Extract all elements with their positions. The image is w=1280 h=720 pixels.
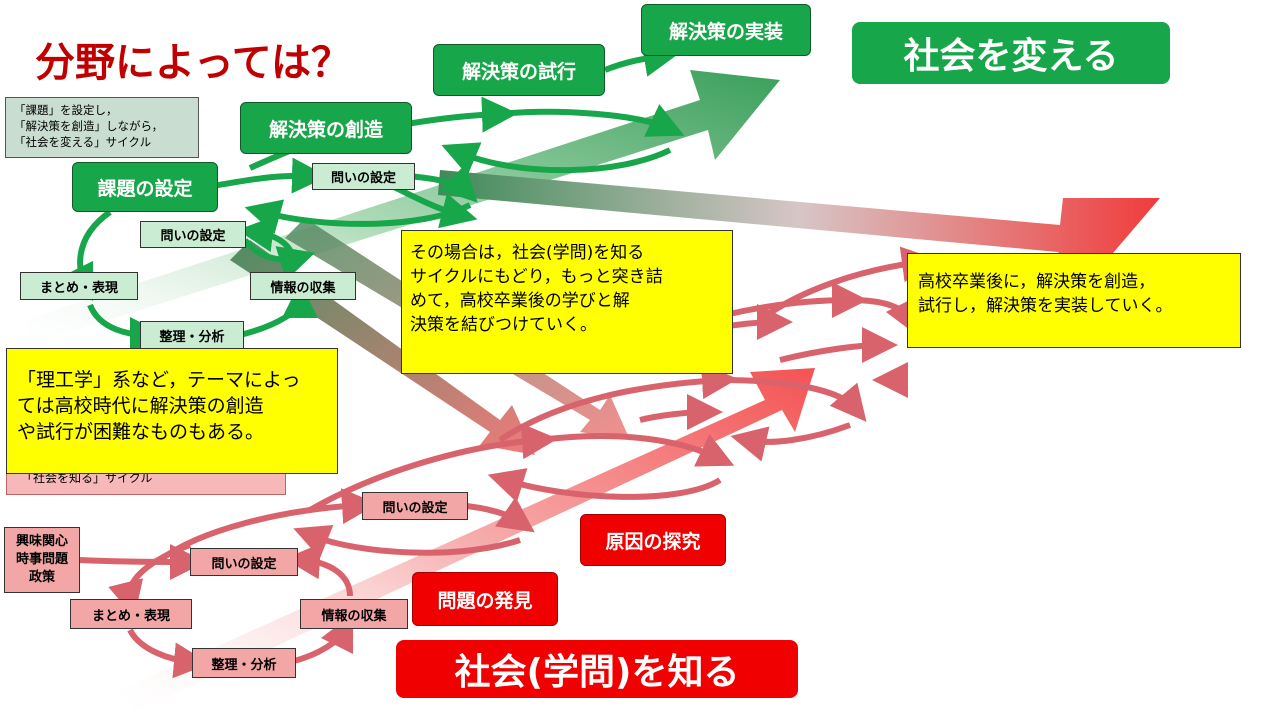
green-step-trial: 解決策の試行 [433,44,605,96]
red-growth-arrow [120,368,815,712]
red-info-collect: 情報の収集 [300,599,408,629]
cross-arrow-green-to-red [438,170,1160,280]
green-step-implement: 解決策の実装 [641,4,811,56]
red-question-1: 問いの設定 [190,548,298,576]
change-society-banner: 社会を変える [852,22,1170,84]
red-question-2: 問いの設定 [362,492,468,520]
red-interest-box: 興味関心 時事問題 政策 [4,527,80,593]
green-step-create: 解決策の創造 [240,102,412,154]
green-cycle-note: 「課題」を設定し， 「解決策を創造」しながら， 「社会を変える」サイクル [5,97,199,158]
green-question-2: 問いの設定 [312,163,415,190]
green-summary: まとめ・表現 [20,272,138,300]
red-summary: まとめ・表現 [70,599,192,629]
science-note: 「理工学」系など，テーマによっ ては高校時代に解決策の創造 や試行が困難なものも… [6,348,338,474]
green-question-1: 問いの設定 [140,221,246,248]
green-info-collect: 情報の収集 [250,272,356,300]
green-organize: 整理・分析 [140,321,244,349]
green-growth-arrow [25,70,780,345]
red-organize: 整理・分析 [192,648,296,678]
red-cycle-note-text: 「社会を知る」サイクル [21,471,153,485]
red-step-cause: 原因の探究 [580,514,726,566]
return-note: その場合は，社会(学問)を知る サイクルにもどり，もっと突き詰 めて，高校卒業後… [401,230,733,374]
page-title: 分野によっては？ [35,40,351,86]
after-graduation-note: 高校卒業後に，解決策を創造， 試行し，解決策を実装していく。 [907,253,1241,348]
know-society-banner: 社会(学問)を知る [396,640,798,698]
green-step-task: 課題の設定 [72,162,218,212]
red-step-problem: 問題の発見 [412,572,558,626]
